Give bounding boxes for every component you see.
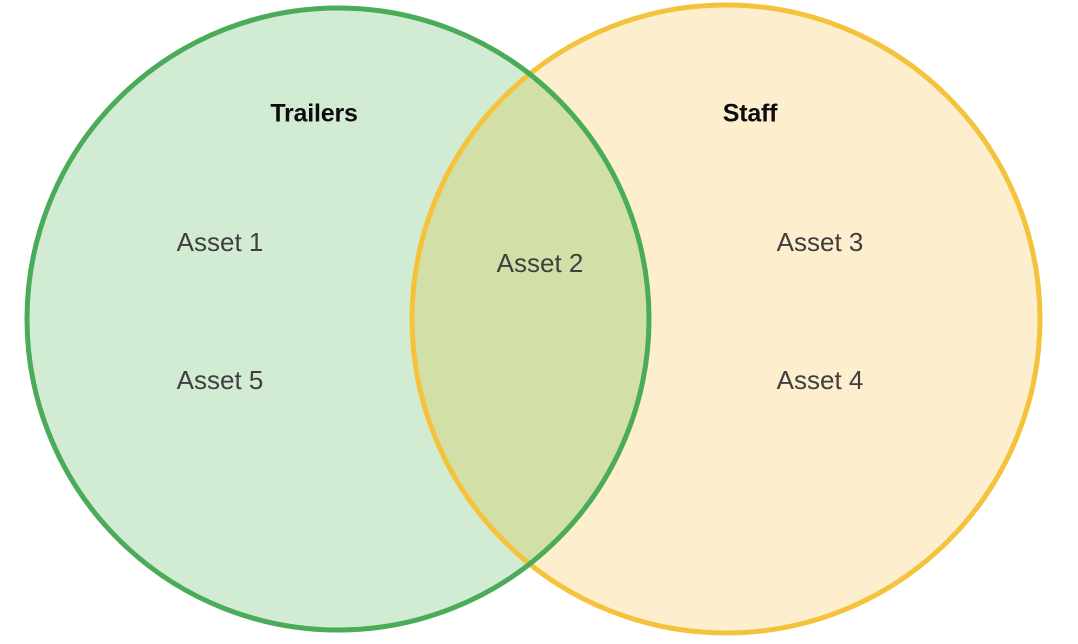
- set-intersection-fill: [412, 8, 649, 630]
- item-label-asset-3: Asset 3: [776, 227, 864, 257]
- set-circle-staff-outline: [409, 2, 1043, 636]
- item-label-asset-1: Asset 1: [176, 227, 264, 257]
- item-label-asset-5: Asset 5: [176, 365, 264, 395]
- item-label-asset-4: Asset 4: [776, 365, 864, 395]
- set-circle-trailers-outline: [24, 5, 652, 633]
- item-label-asset-2: Asset 2: [496, 248, 584, 278]
- set-title-trailers: Trailers: [270, 99, 358, 128]
- set-title-staff: Staff: [722, 99, 778, 128]
